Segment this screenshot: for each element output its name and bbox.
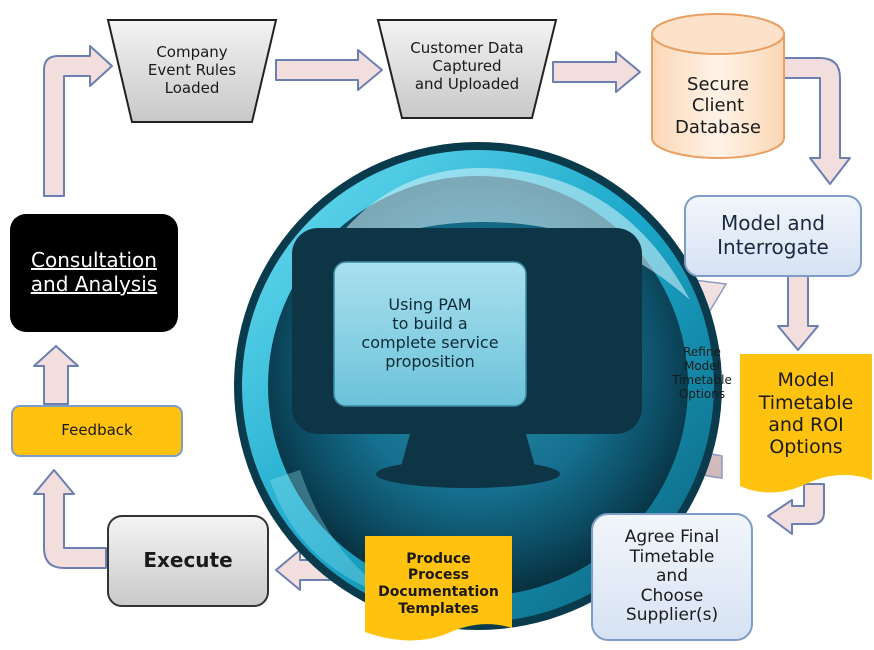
arrow-feedback-to-consultation [33, 345, 79, 405]
feedback-box [11, 405, 183, 457]
customer-data-label: Customer Data Captured and Uploaded [410, 39, 524, 93]
consultation-and-analysis-label: Consultation and Analysis [30, 248, 158, 296]
arrow-consultation-to-rules [43, 45, 113, 197]
produce-process-documentation-shape [365, 536, 512, 641]
agree-final-timetable-label: Agree Final Timetable and Choose Supplie… [624, 527, 720, 626]
arrow-timetable-to-agree-final [767, 483, 825, 535]
produce-process-documentation-label: Produce Process Documentation Templates [378, 550, 499, 617]
database-cylinder-icon [651, 13, 785, 159]
refine-model-label: Refine Model Timetable Options [672, 344, 732, 402]
model-and-interrogate-label: Model and Interrogate [717, 211, 829, 259]
company-event-rules-shape [106, 19, 278, 123]
model-and-interrogate-box [684, 195, 862, 277]
model-timetable-roi-shape [740, 354, 872, 493]
arrow-model-to-timetable-options [777, 275, 819, 351]
feedback-label: Feedback [61, 421, 133, 440]
computer-monitor-icon [292, 228, 642, 488]
secure-client-database-label: Secure Client Database [675, 74, 761, 138]
consultation-and-analysis-box [10, 214, 178, 332]
company-event-rules-label: Company Event Rules Loaded [147, 43, 237, 97]
arrow-customer-data-to-database [552, 51, 641, 93]
center-text: Using PAM to build a complete service pr… [361, 295, 499, 371]
arrow-database-to-model [783, 57, 851, 185]
agree-final-timetable-box [591, 513, 753, 641]
model-timetable-roi-label: Model Timetable and ROI Options [758, 369, 854, 459]
execute-label: Execute [143, 548, 233, 573]
arrow-execute-to-feedback [33, 469, 107, 569]
execute-box [107, 515, 269, 607]
customer-data-shape [376, 19, 558, 119]
arrow-rules-to-customer-data [275, 49, 383, 91]
